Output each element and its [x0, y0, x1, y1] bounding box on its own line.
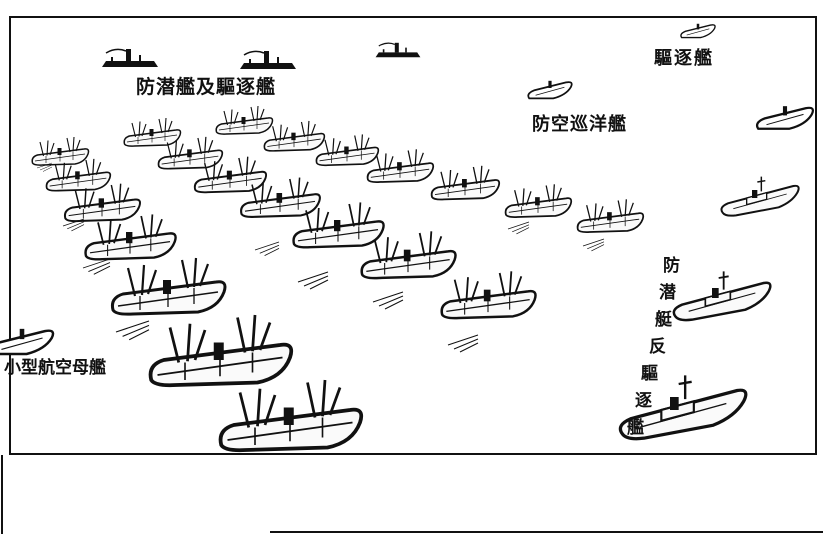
small-ship-top — [101, 48, 159, 68]
vertical-char: 反 — [649, 337, 666, 357]
vertical-char: 艦 — [627, 418, 644, 438]
cargo-ship — [148, 313, 294, 388]
vertical-char: 潜 — [659, 283, 676, 303]
cargo-ship — [123, 117, 182, 147]
vertical-char: 逐 — [635, 391, 652, 411]
vertical-char: 驅 — [641, 364, 658, 384]
carrier-partial-left — [0, 327, 55, 356]
cargo-ship-rows — [31, 105, 645, 453]
destroyer-ship-top-right — [680, 23, 716, 39]
escort-warship-right-2 — [672, 269, 772, 322]
cargo-ship — [218, 378, 364, 453]
escort-warship-right-1 — [720, 175, 800, 217]
escort-ship-right-upper — [755, 104, 815, 130]
picture-frame — [9, 16, 817, 455]
cargo-ship — [110, 256, 227, 316]
vertical-char: 艇 — [655, 310, 672, 330]
cargo-ship — [504, 183, 573, 218]
label-escort-destroyers: 防潜艦及驅逐艦 — [136, 76, 277, 98]
cargo-ship — [440, 270, 537, 320]
vertical-char: 防 — [663, 256, 680, 276]
small-ship-top — [374, 41, 422, 59]
cargo-ship — [263, 120, 326, 152]
label-escort-vertical: 防 潜 艇 反 驅 逐 艦 — [627, 256, 680, 447]
label-light-carrier: 小型航空母艦 — [4, 358, 106, 378]
cargo-ship — [315, 133, 380, 167]
cargo-ship — [430, 164, 501, 201]
small-ship-top — [239, 50, 297, 70]
label-destroyer: 驅逐艦 — [654, 48, 714, 69]
label-aa-cruiser: 防空巡洋艦 — [532, 114, 627, 135]
cargo-ship — [215, 105, 274, 135]
aa-cruiser-ship — [527, 79, 573, 100]
cargo-ship — [31, 136, 90, 166]
cargo-ship — [576, 198, 645, 233]
